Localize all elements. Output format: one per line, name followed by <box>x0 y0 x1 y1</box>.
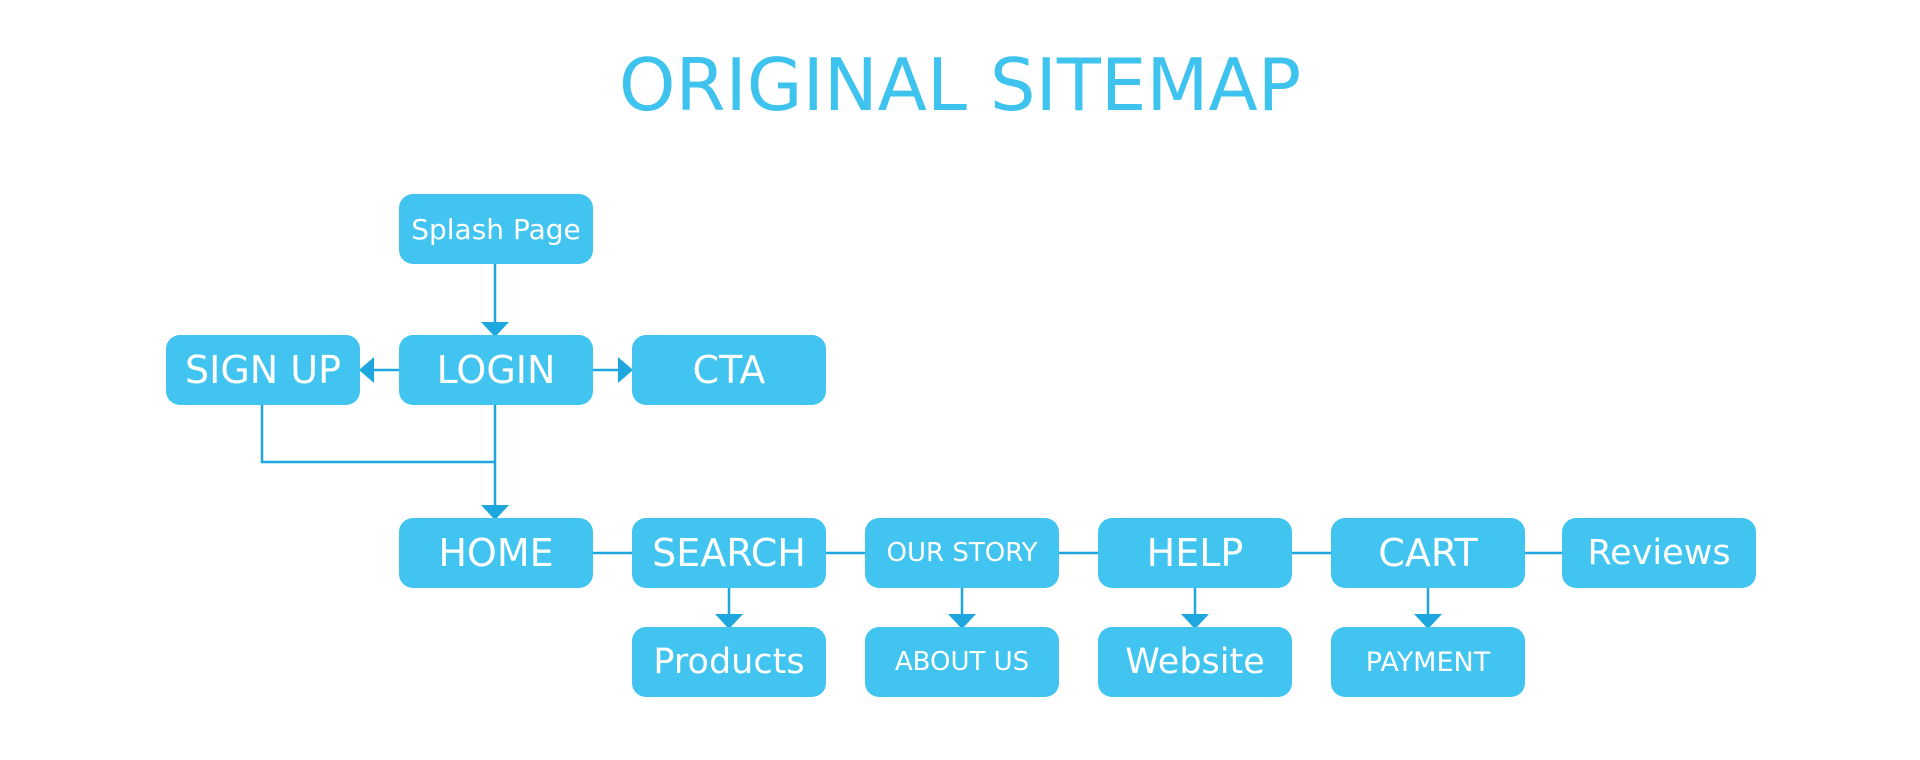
arrowhead-payment <box>1414 614 1442 629</box>
node-splash-page: Splash Page <box>399 194 593 264</box>
node-cta: CTA <box>632 335 826 405</box>
arrowhead-login-top <box>481 322 509 337</box>
arrowhead-products <box>715 614 743 629</box>
node-products: Products <box>632 627 826 697</box>
node-about-us: ABOUT US <box>865 627 1059 697</box>
node-login: LOGIN <box>399 335 593 405</box>
node-website: Website <box>1098 627 1292 697</box>
node-cart: CART <box>1331 518 1525 588</box>
diagram-title: ORIGINAL SITEMAP <box>618 43 1302 127</box>
node-our-story: OUR STORY <box>865 518 1059 588</box>
edge-signup-home <box>260 405 495 464</box>
node-sign-up: SIGN UP <box>166 335 360 405</box>
arrowhead-cta <box>618 357 633 383</box>
arrowhead-website <box>1181 614 1209 629</box>
arrowhead-signup <box>359 357 374 383</box>
node-payment: PAYMENT <box>1331 627 1525 697</box>
node-home: HOME <box>399 518 593 588</box>
arrowhead-home <box>481 505 509 520</box>
node-search: SEARCH <box>632 518 826 588</box>
node-reviews: Reviews <box>1562 518 1756 588</box>
arrowhead-aboutus <box>948 614 976 629</box>
node-help: HELP <box>1098 518 1292 588</box>
